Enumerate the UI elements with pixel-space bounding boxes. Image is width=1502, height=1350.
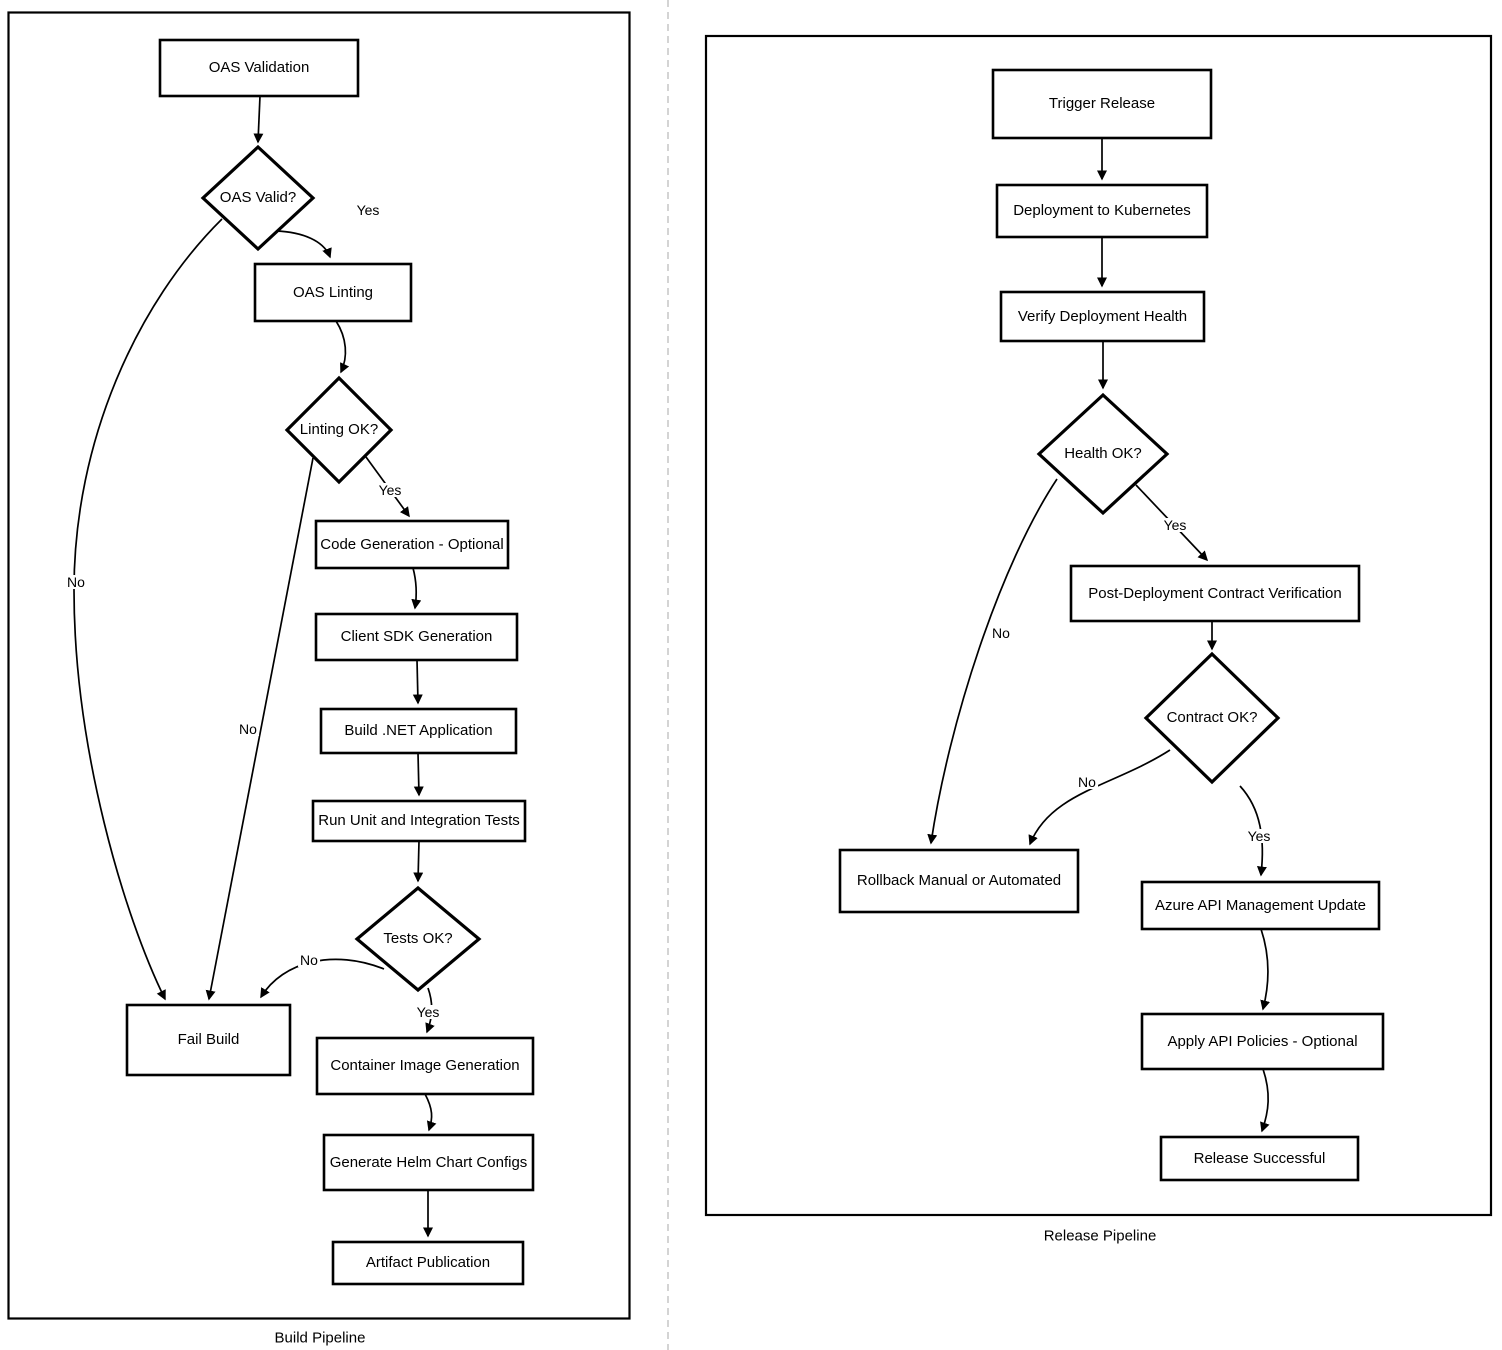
edge-api-policies-to-release-successful [1260,1068,1270,1133]
edge-apim-update-to-api-policies [1260,928,1270,1011]
node-linting-ok-diamond [284,375,394,485]
edge-code-generation-to-client-sdk [411,567,422,610]
release-pipeline-border [704,34,1493,1217]
edge-oas-valid-no-to-fail-build [73,218,223,1001]
release-node-shapes [838,68,1385,1182]
node-artifact-publication-shape [331,1240,525,1286]
edge-health-ok-yes-to-contract-verification [1135,484,1209,562]
node-fail-build-shape [125,1003,292,1077]
edge-linting-ok-yes-to-code-generation [365,456,410,518]
node-contract-ok-diamond [1143,651,1281,785]
edge-tests-ok-no-to-fail-build [260,958,385,999]
node-oas-validation-shape [158,38,360,98]
node-release-successful-shape [1159,1135,1360,1182]
edge-contract-ok-yes-to-apim-update [1239,785,1267,877]
node-helm-configs-shape [322,1133,535,1192]
node-code-generation-shape [314,519,510,570]
node-trigger-release-shape [991,68,1213,140]
edge-linting-ok-no-to-fail-build [205,457,314,1001]
node-oas-valid-diamond [200,144,316,252]
edge-tests-ok-yes-to-container-image [425,987,435,1034]
edge-oas-validation-to-oas-valid [253,95,264,144]
node-build-dotnet-shape [319,707,518,755]
edge-oas-valid-yes-to-oas-linting [275,230,332,259]
edge-run-tests-to-tests-ok [413,840,424,883]
node-tests-ok-diamond [354,885,482,993]
edge-container-image-to-helm-configs [424,1093,437,1132]
node-api-policies-shape [1140,1012,1385,1071]
build-node-shapes [125,38,535,1286]
edge-build-dotnet-to-run-tests [413,752,424,797]
node-container-image-shape [315,1036,535,1096]
node-oas-linting-shape [253,262,413,323]
node-client-sdk-shape [314,612,519,662]
edge-client-sdk-to-build-dotnet [412,659,423,705]
node-deploy-k8s-shape [995,183,1209,239]
node-apim-update-shape [1140,880,1381,931]
node-contract-verification-shape [1069,564,1361,623]
build-pipeline-border [7,11,631,1320]
node-health-ok-diamond [1036,392,1170,516]
node-verify-health-shape [999,290,1206,343]
edge-health-ok-no-to-rollback [927,478,1058,845]
release-edges [927,138,1270,1133]
node-run-tests-shape [311,799,527,843]
edge-contract-ok-no-to-rollback [1028,749,1171,846]
edge-oas-linting-to-linting-ok [335,320,350,374]
node-rollback-shape [838,848,1080,914]
